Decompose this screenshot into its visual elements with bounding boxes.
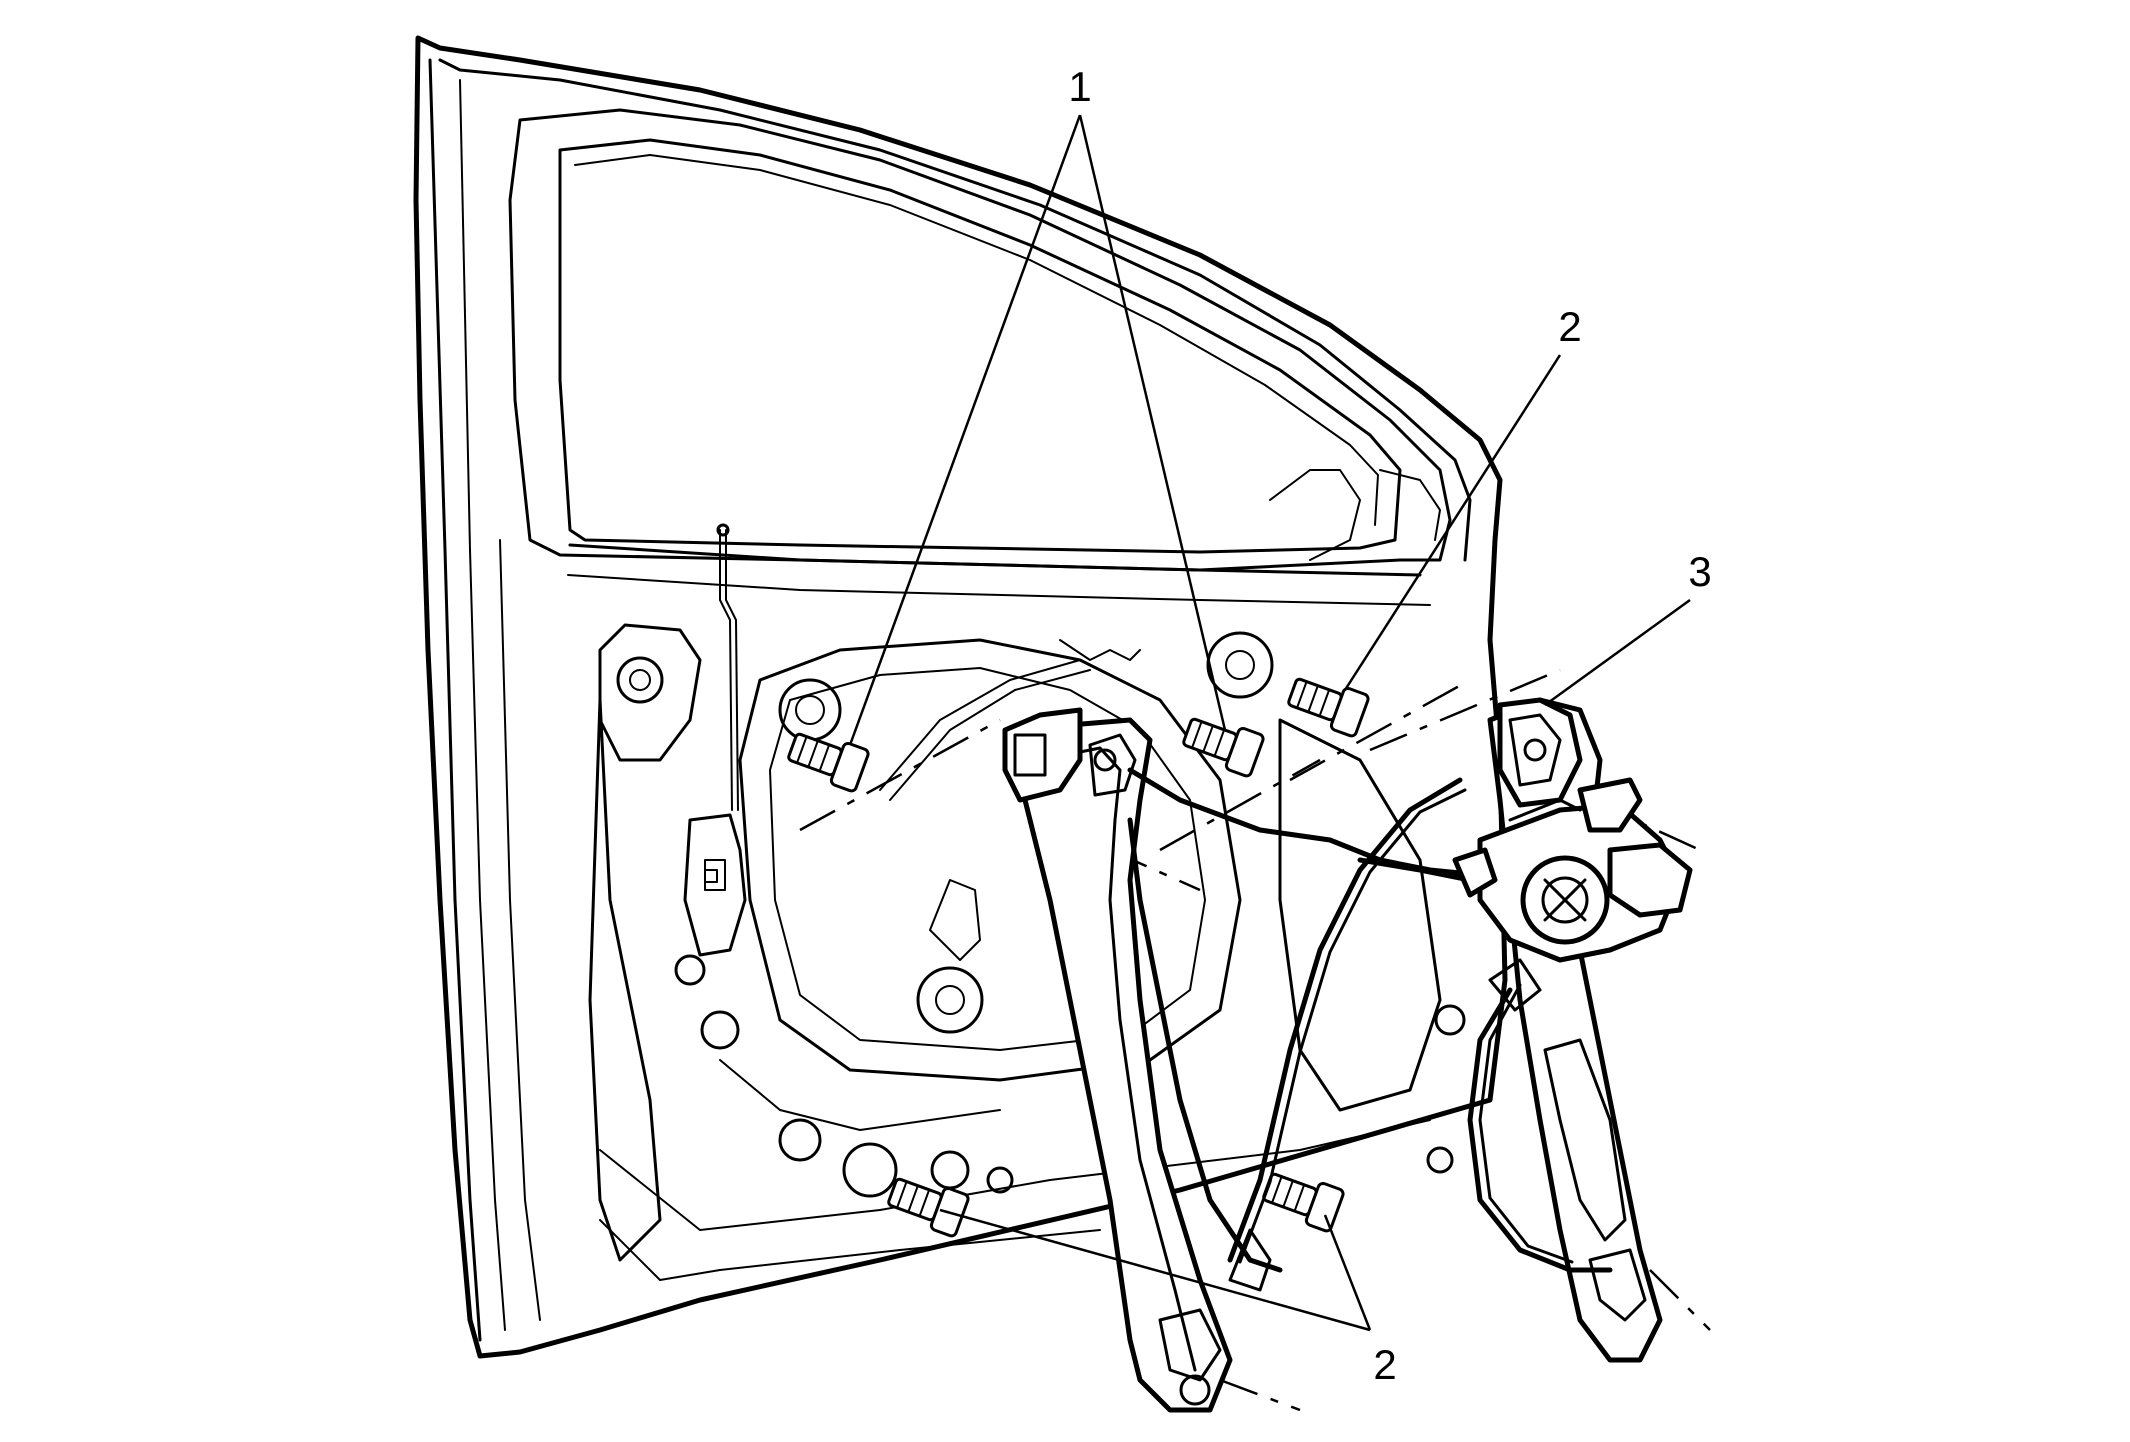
leader-line xyxy=(1078,114,1227,731)
leader-line xyxy=(1544,598,1691,707)
bolt-icon xyxy=(1287,677,1370,738)
callout-2-lower: 2 xyxy=(1373,1341,1396,1388)
callout-2-upper: 2 xyxy=(1558,303,1581,350)
installation-axes xyxy=(799,668,1711,1412)
bolt-icon xyxy=(887,1177,970,1238)
bolt-icon xyxy=(787,732,870,793)
leader-line xyxy=(848,114,1082,746)
callout-1: 1 xyxy=(1068,63,1091,110)
leader-line xyxy=(939,1208,1371,1332)
bolt-icon xyxy=(1262,1172,1345,1233)
bolt-icon xyxy=(1182,717,1265,778)
callout-labels: 1 2 3 2 xyxy=(1068,63,1711,1388)
callout-3: 3 xyxy=(1688,548,1711,595)
regulator-motor-assembly xyxy=(1452,697,1693,1363)
leader-line xyxy=(1323,1214,1372,1331)
fastener-group xyxy=(787,677,1370,1238)
leader-lines xyxy=(848,114,1691,1332)
door-shell xyxy=(413,35,1508,1359)
regulator-rail-left xyxy=(1002,707,1483,1413)
regulator-cable xyxy=(1227,777,1473,1264)
leader-line xyxy=(1343,354,1562,691)
